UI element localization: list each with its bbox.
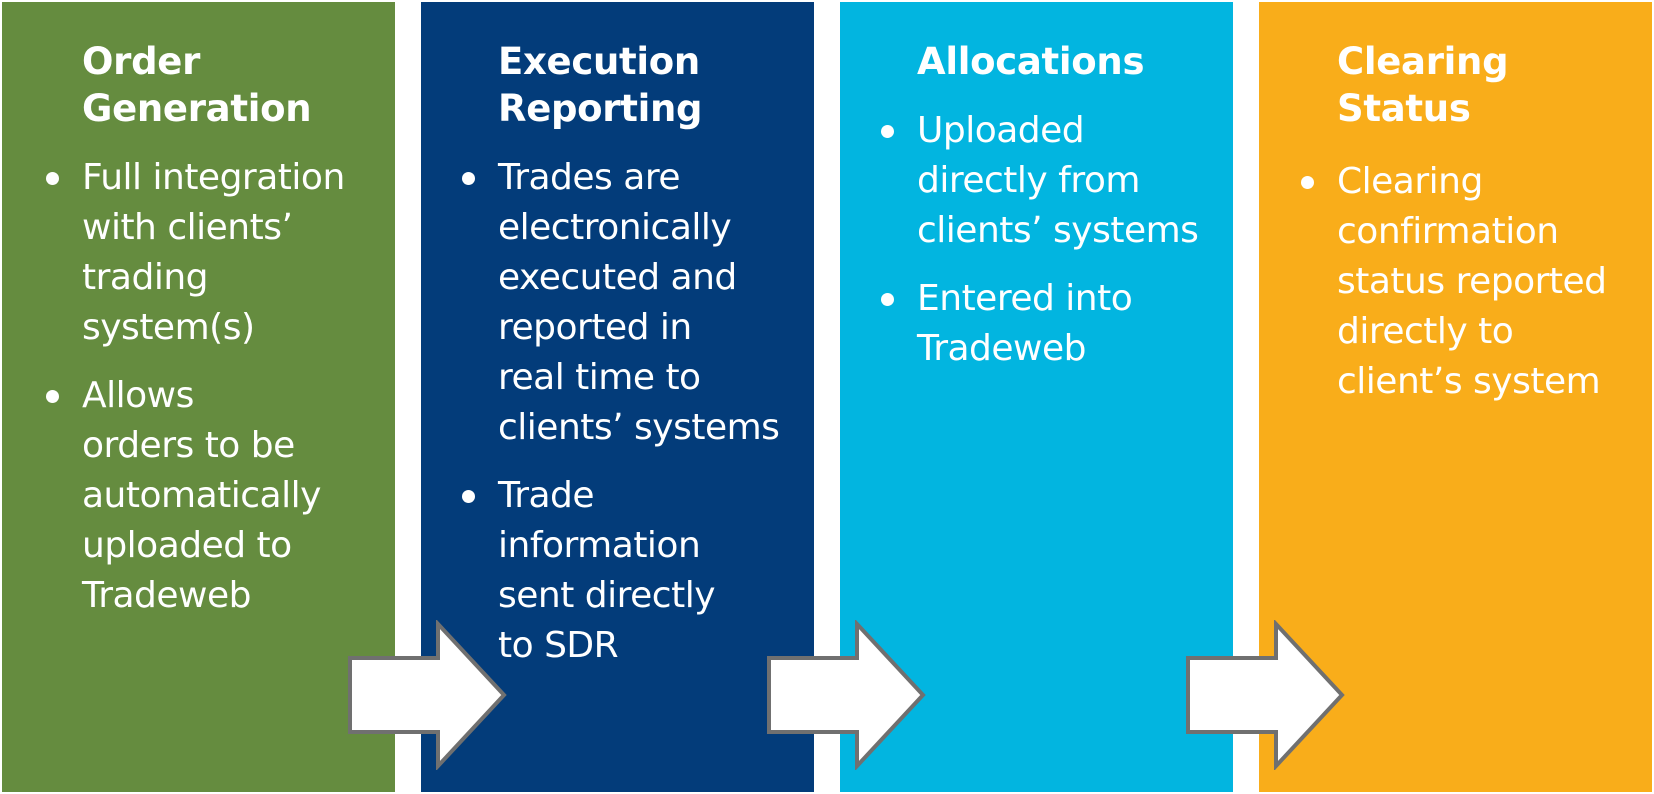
bullet-list: Clearing confirmation status reported di… <box>1301 157 1647 425</box>
bullet-item: Uploaded directly from clients’ systems <box>881 106 1229 256</box>
panel-order-generation: Order Generation Full integration with c… <box>2 2 395 792</box>
bullet-item: Trades are electronically executed and r… <box>462 153 808 453</box>
right-arrow-icon <box>348 620 507 770</box>
bullet-list: Trades are electronically executed and r… <box>462 153 808 689</box>
arrow-shape <box>348 620 507 770</box>
bullet-item: Entered into Tradeweb <box>881 274 1229 374</box>
panel-title: Clearing Status <box>1337 40 1509 130</box>
right-arrow-icon <box>1186 620 1345 770</box>
bullet-item: Allows orders to be automatically upload… <box>46 371 382 621</box>
arrow-shape <box>767 620 926 770</box>
bullet-item: Clearing confirmation status reported di… <box>1301 157 1647 407</box>
panel-title: Allocations <box>917 40 1145 83</box>
arrow-shape <box>1186 620 1345 770</box>
panel-title: Execution Reporting <box>498 40 703 130</box>
panel-allocations: Allocations Uploaded directly from clien… <box>840 2 1233 792</box>
right-arrow-icon <box>767 620 926 770</box>
panel-execution-reporting: Execution Reporting Trades are electroni… <box>421 2 814 792</box>
panel-title: Order Generation <box>82 40 312 130</box>
panel-clearing-status: Clearing Status Clearing confirmation st… <box>1259 2 1652 792</box>
bullet-list: Full integration with clients’ trading s… <box>46 153 382 639</box>
bullet-list: Uploaded directly from clients’ systems … <box>881 106 1229 392</box>
bullet-item: Trade information sent directly to SDR <box>462 471 808 671</box>
bullet-item: Full integration with clients’ trading s… <box>46 153 382 353</box>
